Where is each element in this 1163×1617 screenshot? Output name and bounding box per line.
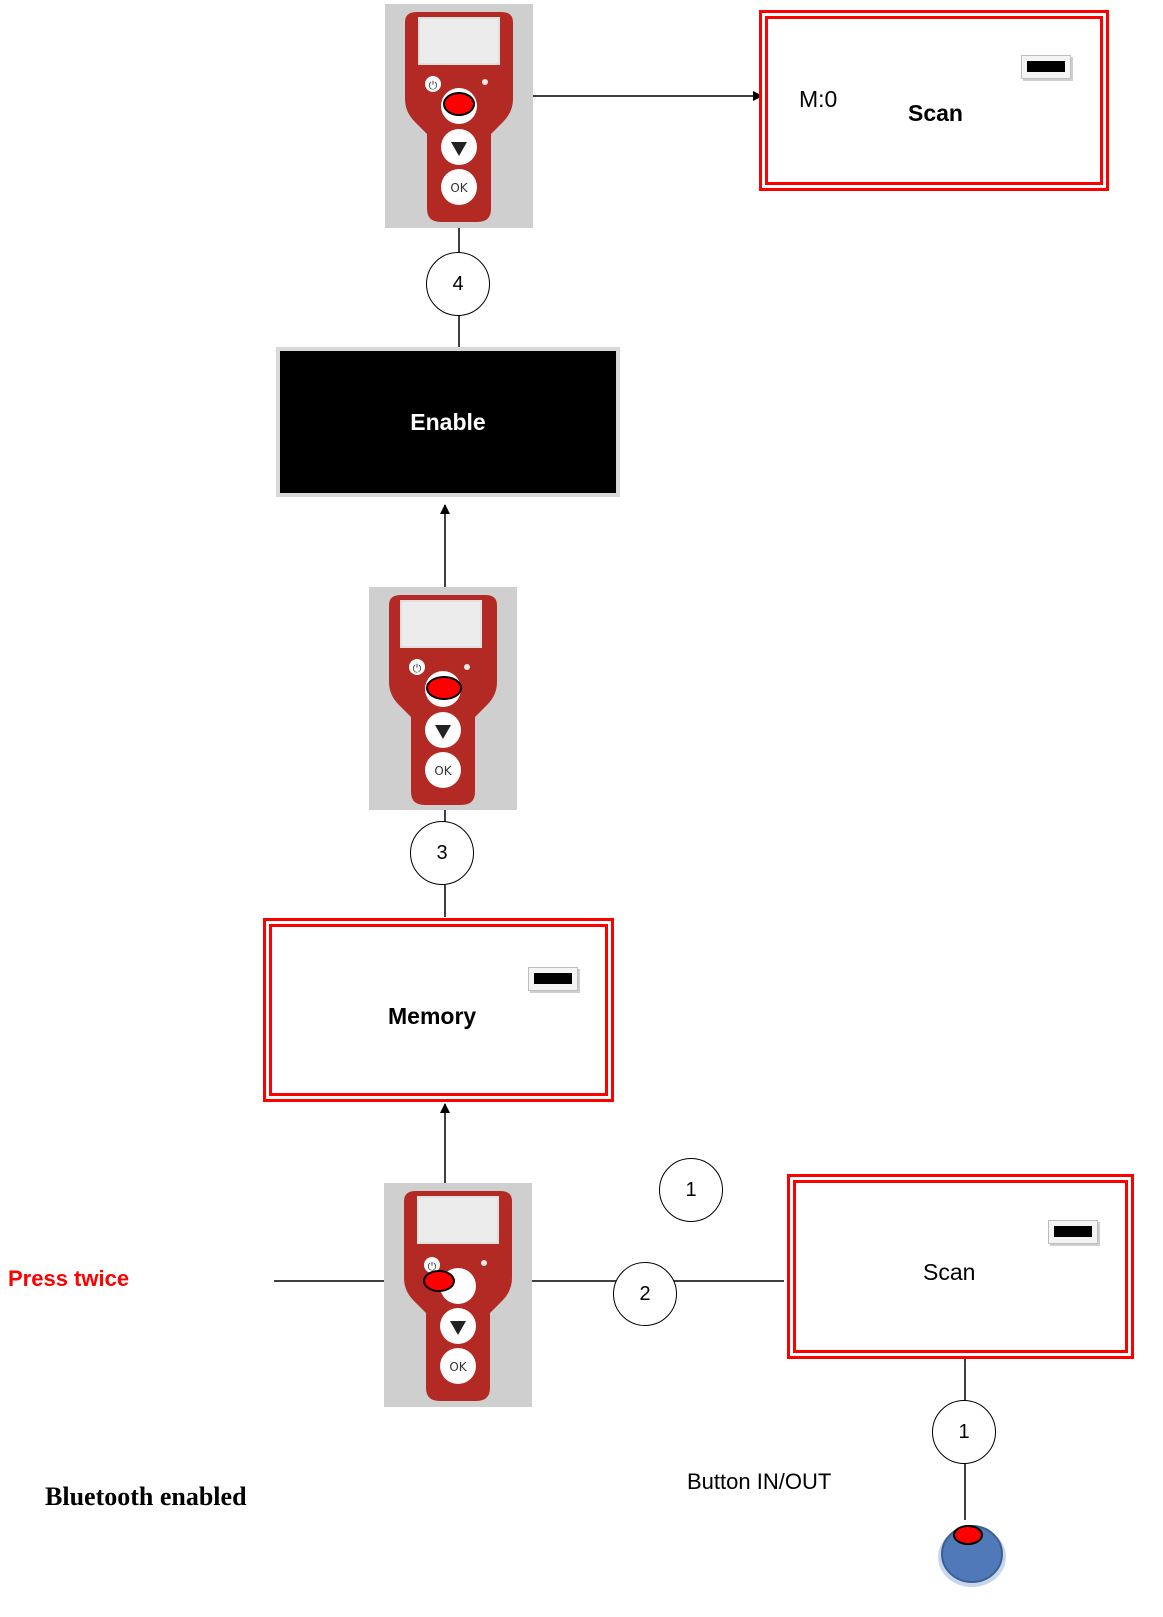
enable-label: Enable: [410, 408, 486, 435]
top-display-selection: Scan: [908, 100, 963, 126]
memory-selection: Memory: [388, 1003, 477, 1029]
enable-display: Enable: [276, 347, 620, 497]
svg-text:OK: OK: [449, 1360, 467, 1374]
device-image-middle: ⏻ OK: [369, 587, 517, 810]
svg-text:OK: OK: [450, 181, 468, 195]
battery-icon: [1021, 55, 1071, 79]
step-1-marker-bottom: 1: [932, 1400, 996, 1464]
battery-icon: [528, 967, 578, 991]
svg-text:OK: OK: [434, 764, 452, 778]
step-2-marker: 2: [613, 1262, 677, 1326]
device-image-bottom: ⏻ OK: [384, 1183, 532, 1407]
device-image-top: ⏻ OK: [385, 4, 533, 228]
top-scan-display: M:0 Scan: [759, 10, 1109, 191]
press-twice-label: Press twice: [8, 1266, 130, 1291]
svg-text:⏻: ⏻: [428, 1260, 437, 1273]
battery-icon: [1048, 1220, 1098, 1244]
in-out-button-icon: [938, 1525, 1006, 1587]
memory-display: Memory: [263, 918, 614, 1102]
scan-selection: Scan: [923, 1259, 976, 1285]
svg-text:⏻: ⏻: [413, 662, 422, 675]
step-3-marker: 3: [410, 821, 474, 885]
menu-counter: M:0: [799, 86, 838, 112]
step-4-marker: 4: [426, 252, 490, 316]
button-in-out-label: Button IN/OUT: [687, 1469, 832, 1494]
svg-text:⏻: ⏻: [429, 79, 438, 92]
step-1-marker: 1: [659, 1158, 723, 1222]
scan-display: Scan: [787, 1174, 1134, 1359]
bluetooth-enabled-label: Bluetooth enabled: [45, 1482, 247, 1511]
